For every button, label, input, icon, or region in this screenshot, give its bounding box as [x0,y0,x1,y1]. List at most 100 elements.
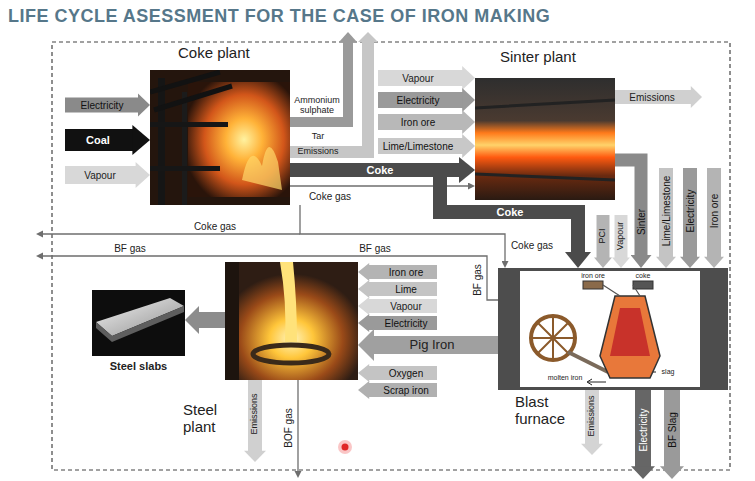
flow-arrow-head [358,314,369,332]
process-illustration [150,70,290,205]
flow-label: BF gas [472,264,483,296]
flow-connector [615,160,641,256]
flow-arrows [36,32,724,479]
process-box: Sinter plant [475,78,615,200]
flow-arrow-body [368,366,437,380]
process-name: Sinter plant [500,49,576,66]
slab-photo [92,290,185,356]
flow-arrow-body [65,166,137,184]
flow-arrow-head [631,466,655,479]
flow-arrow-body [368,299,437,313]
process-illustration [225,262,358,380]
flow-label: BF gas [114,243,146,254]
flow-arrow-head [462,110,475,134]
flow-label: BF Slag [667,412,678,448]
flow-label: Emissions [297,147,338,157]
pointer-halo [338,440,352,454]
oven-rail [150,166,220,171]
coke-oven-photo [150,70,290,205]
flow-arrow-body [368,265,437,279]
flow-arrow-body [585,390,599,445]
coke-cart [633,281,653,289]
pointer-dot [342,444,349,451]
furnace-frame [498,268,728,390]
flow-label: molten iron [548,374,583,382]
furnace-shell [600,296,660,378]
process-name: Blast furnace [515,394,585,427]
flow-arrow-body [378,70,463,86]
sinter-strand-photo [475,78,615,200]
gas-line [42,233,300,234]
flow-label: Iron ore [401,117,435,128]
flow-arrow-head [680,257,700,268]
slag-arrow [653,372,656,373]
flow-label: iron ore [581,272,605,280]
flow-connector [373,336,498,354]
flow-arrow-head [358,263,369,281]
flow-arrow-body [378,92,463,108]
gas-line-head [36,253,43,260]
tap-arrow [587,379,606,385]
process-illustration [475,78,615,200]
charge-line [603,285,640,296]
flow-label: Coke gas [511,240,553,251]
process-box: Steel plant [225,262,358,380]
flow-label: Lime [395,284,417,295]
flow-label: Pig Iron [410,338,455,352]
flow-arrow-body [615,90,692,104]
flow-label: Oxygen [389,368,423,379]
flow-arrow-body [290,41,368,152]
process-box: Steel slabs [92,290,185,356]
flow-label: PCI [598,228,608,243]
flow-label: Coke gas [309,191,351,202]
flow-arrow-body [659,168,673,258]
molten-stream [280,262,297,342]
flame [242,147,282,190]
flow-label: Scrap iron [383,385,429,396]
flow-arrow-head [581,444,603,455]
ladle-rim [253,345,329,363]
process-box: Coke plant [150,70,290,205]
flow-arrow-body [707,168,721,258]
gas-line-head [36,231,43,238]
flow-arrow-body [597,215,610,259]
flow-connector [300,205,505,262]
flow-arrow-head [358,381,369,399]
flow-arrow-head [138,94,150,117]
ladle-post [225,262,239,380]
process-name: Steel plant [183,402,235,435]
process-illustration [92,290,185,356]
flow-label: Iron ore [389,267,423,278]
flow-arrow-head [132,125,150,155]
flow-arrow-body [635,390,651,467]
flow-label: Coal [86,134,110,146]
flow-arrow-head [358,32,378,42]
flow-arrow-head [612,258,630,268]
oven-rail [150,122,228,127]
ore-cart [583,281,603,289]
flow-label: Electricity [81,100,124,111]
process-illustration [498,268,728,390]
flow-label: Vapour [402,73,434,84]
flow-label: BF gas [359,243,391,254]
flow-arrow-body [65,129,133,151]
oven-post [182,92,187,205]
flow-arrow-body [368,282,437,296]
flow-arrow-body [248,380,262,452]
flow-label: Coke [367,164,394,176]
flow-label: Electricity [385,318,428,329]
flow-arrow-body [65,98,139,113]
process-name: Steel slabs [92,360,185,372]
flow-arrow-head [594,258,612,268]
flow-label: Coke [497,206,524,218]
flow-arrow-head [358,297,369,315]
flow-arrow-body [683,168,697,258]
flow-label: Coke gas [194,221,236,232]
process-box: Blast furnace [498,268,728,390]
flow-arrow-body [368,383,437,397]
flow-arrow-head [462,134,475,158]
flow-arrow-body [378,114,463,130]
flow-label: Lime/Limestone [661,176,672,247]
flow-label: Tar [312,132,325,142]
